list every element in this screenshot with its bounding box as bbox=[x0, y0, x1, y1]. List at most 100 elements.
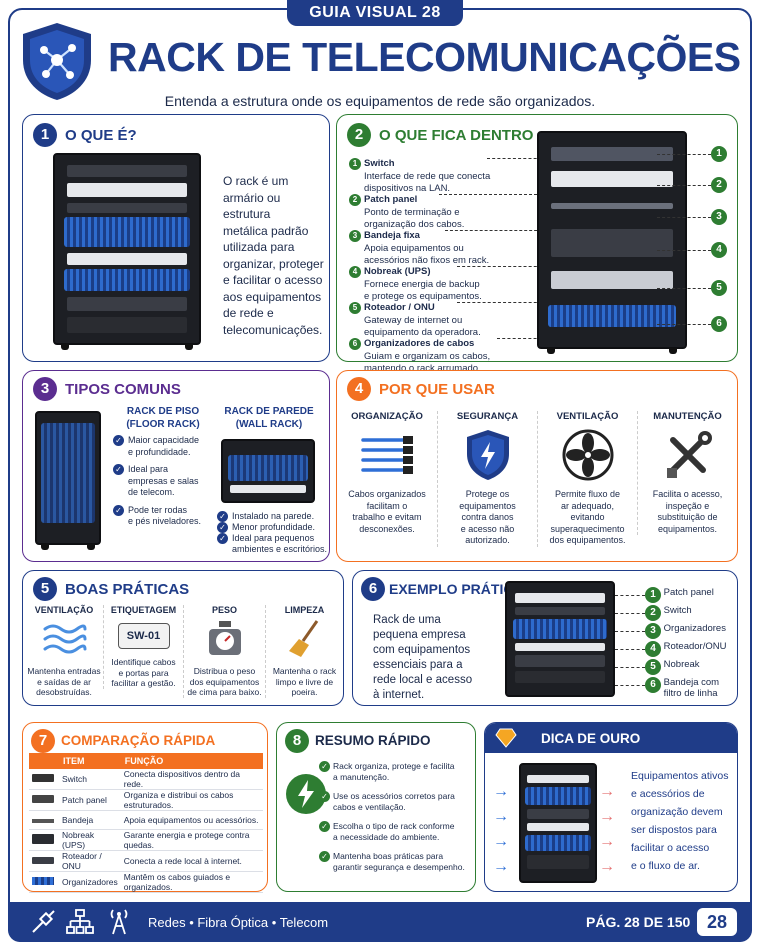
antenna-tower-icon bbox=[110, 909, 128, 935]
tip-header bbox=[485, 723, 737, 753]
router-icon bbox=[32, 856, 54, 864]
section-number: 5 bbox=[33, 577, 57, 601]
section-number: 4 bbox=[347, 377, 371, 401]
tools-icon bbox=[666, 431, 712, 478]
section-text: O rack é um armário ou estrutura metálic… bbox=[223, 174, 324, 337]
page-counter: PÁG. 28 DE 150 bbox=[586, 914, 691, 930]
fiber-connector-icon bbox=[32, 910, 55, 933]
section-title: POR QUE USAR bbox=[379, 381, 495, 398]
callout-1: 1 bbox=[711, 146, 727, 162]
section-number: 1 bbox=[33, 123, 57, 147]
section-what-is: 1 O QUE É? O rack é um armário ou estrut… bbox=[22, 114, 330, 362]
fan-icon bbox=[562, 429, 613, 481]
section-number: 8 bbox=[285, 729, 309, 753]
airflow-rack-illustration bbox=[519, 763, 597, 883]
ups-icon bbox=[32, 833, 54, 844]
section-title: O QUE É? bbox=[65, 127, 137, 144]
footer-topics: Redes • Fibra Óptica • Telecom bbox=[148, 915, 329, 930]
broom-icon bbox=[288, 620, 318, 657]
open-rack-illustration bbox=[53, 153, 201, 350]
shield-bolt-icon bbox=[466, 430, 509, 480]
label-tag-icon: SW-01 bbox=[117, 623, 170, 649]
section-title: DICA DE OURO bbox=[541, 731, 641, 746]
callout-5: 5 bbox=[711, 280, 727, 296]
list-item: 1 Patch panel bbox=[645, 587, 714, 603]
section-title: EXEMPLO PRÁTICO bbox=[389, 581, 525, 597]
floor-rack-illustration bbox=[35, 411, 101, 550]
guide-tab: GUIA VISUAL 28 bbox=[287, 0, 463, 26]
list-item: 5 Nobreak bbox=[645, 659, 700, 675]
floor-rack-title: RACK DE PISO(FLOOR RACK) bbox=[126, 406, 200, 430]
footer: Redes • Fibra Óptica • Telecom PÁG. 28 D… bbox=[8, 902, 752, 942]
example-rack-illustration bbox=[505, 581, 615, 697]
list-item: 3 Organizadores bbox=[645, 623, 726, 639]
page-title: RACK DE TELECOMUNICAÇÕES bbox=[108, 34, 741, 80]
shield-network-icon bbox=[23, 23, 91, 100]
page-badge: 28 bbox=[697, 908, 737, 936]
wall-rack-title: RACK DE PAREDE(WALL RACK) bbox=[224, 406, 314, 430]
callout-4: 4 bbox=[711, 242, 727, 258]
section-golden-tip: DICA DE OURO →→→→ →→→→ Equipamentos ativ… bbox=[484, 722, 738, 892]
wall-rack-illustration bbox=[221, 439, 315, 503]
section-number: 6 bbox=[361, 577, 385, 601]
lightning-icon bbox=[286, 774, 326, 814]
callout-6: 6 bbox=[711, 316, 727, 332]
exhaust-arrows: →→→→ bbox=[599, 783, 615, 875]
scale-icon bbox=[208, 621, 241, 655]
network-topology-icon bbox=[66, 909, 94, 934]
section-number: 7 bbox=[31, 729, 55, 753]
tray-icon bbox=[32, 818, 54, 823]
section-number: 3 bbox=[33, 377, 57, 401]
section-title: TIPOS COMUNS bbox=[65, 381, 181, 398]
table-row: Nobreak (UPS)Garante energia e protege c… bbox=[29, 829, 263, 851]
section-number: 2 bbox=[347, 123, 371, 147]
section-types: 3 TIPOS COMUNS RACK DE PISO(FLOOR RACK) … bbox=[22, 370, 330, 562]
list-item: 4 Roteador/ONU bbox=[645, 641, 726, 657]
callout-2: 2 bbox=[711, 177, 727, 193]
page-subtitle: Entenda a estrutura onde os equipamentos… bbox=[164, 93, 596, 109]
section-why-use: 4 POR QUE USAR ORGANIZAÇÃO Cabos organiz… bbox=[336, 370, 738, 562]
patch-panel-icon bbox=[32, 795, 54, 803]
list-item: 2 Switch bbox=[645, 605, 692, 621]
section-title: O QUE FICA DENTRO bbox=[379, 127, 534, 144]
section-title: RESUMO RÁPIDO bbox=[315, 733, 431, 748]
wall-rack-points: ✓Instalado na parede. ✓Menor profundidad… bbox=[217, 511, 329, 555]
section-summary: 8 RESUMO RÁPIDO ✓Rack organiza, protege … bbox=[276, 722, 476, 892]
organized-cables-icon bbox=[361, 436, 413, 474]
switch-icon bbox=[32, 774, 54, 782]
diamond-icon bbox=[495, 728, 517, 748]
cable-organizer-icon bbox=[32, 876, 54, 885]
section-title: COMPARAÇÃO RÁPIDA bbox=[61, 733, 216, 748]
airflow-icon bbox=[43, 624, 87, 654]
intake-arrows: →→→→ bbox=[493, 783, 509, 875]
section-title: BOAS PRÁTICAS bbox=[65, 581, 190, 598]
section-best-practices: 5 BOAS PRÁTICAS VENTILAÇÃO Mantenha entr… bbox=[22, 570, 344, 706]
